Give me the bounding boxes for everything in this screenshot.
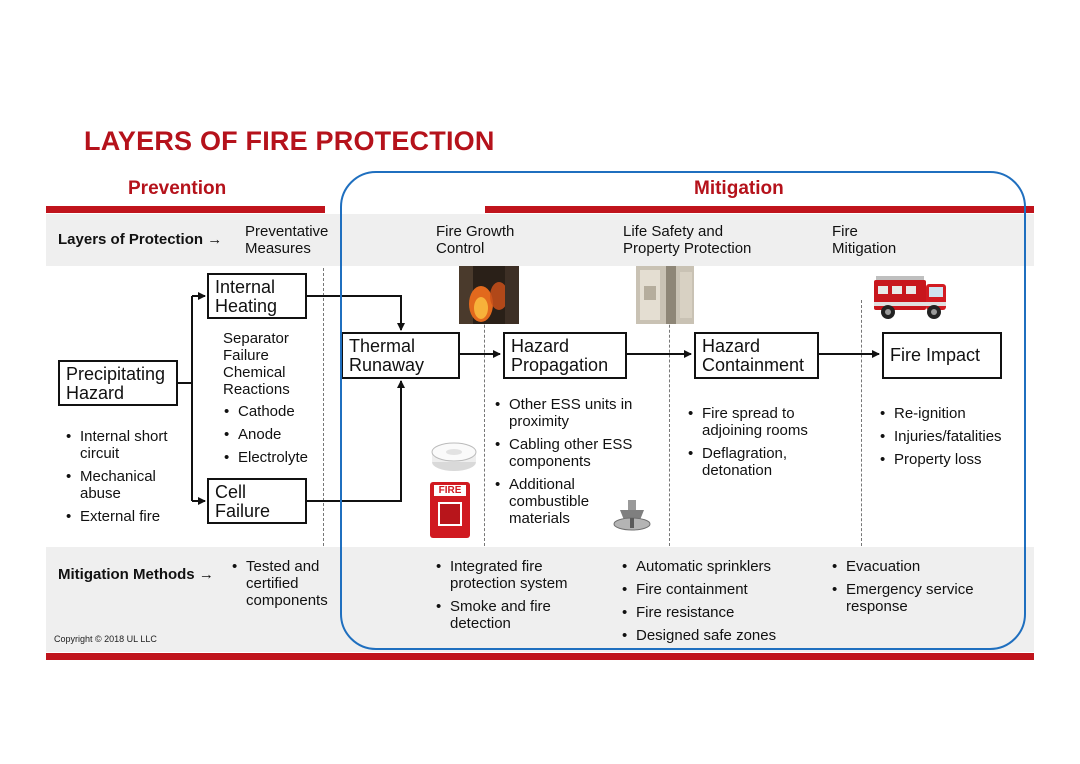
- internal-heating-box: Internal Heating: [207, 273, 307, 319]
- box-line: Hazard: [66, 383, 125, 403]
- chemical-reactions-list: Cathode Anode Electrolyte: [222, 403, 322, 472]
- text-line: Separator: [223, 330, 289, 347]
- list-item: Designed safe zones: [620, 627, 810, 644]
- list-item: Fire resistance: [620, 604, 810, 621]
- copyright-notice: Copyright © 2018 UL LLC: [54, 634, 157, 644]
- containment-list: Fire spread to adjoining rooms Deflagrat…: [686, 405, 836, 485]
- mitigation-heading: Mitigation: [694, 178, 784, 199]
- list-item: Anode: [222, 426, 322, 443]
- fire-photo: [459, 266, 519, 324]
- sprinkler-icon: [613, 500, 651, 531]
- layers-band: [46, 214, 1034, 266]
- list-item: External fire: [64, 508, 194, 525]
- list-item: Fire containment: [620, 581, 810, 598]
- text-line: Failure: [223, 347, 269, 364]
- smoke-detector-icon: [431, 442, 477, 471]
- methods-preventative-list: Tested and certified components: [230, 558, 345, 615]
- col-head-line: Property Protection: [623, 240, 752, 257]
- list-item: Emergency service response: [830, 581, 1000, 615]
- list-item: Re-ignition: [878, 405, 1028, 422]
- list-item: Integrated fire protection system: [434, 558, 594, 592]
- life-safety-photo: [636, 266, 694, 324]
- fire-truck-icon: [874, 276, 946, 319]
- list-item: Mechanical abuse: [64, 468, 194, 502]
- list-item: Automatic sprinklers: [620, 558, 810, 575]
- col-head-line: Fire: [832, 223, 858, 240]
- separator-line: [669, 300, 670, 546]
- list-item: Other ESS units in proximity: [493, 396, 643, 430]
- box-line: Internal: [215, 277, 276, 297]
- alarm-handle: [438, 502, 462, 526]
- hazard-propagation-box: Hazard Propagation: [503, 332, 627, 379]
- box-line: Fire Impact: [890, 345, 981, 365]
- col-preventative-measures: Preventative Measures: [245, 223, 328, 257]
- col-head-line: Life Safety and: [623, 223, 724, 240]
- methods-fire-growth-list: Integrated fire protection system Smoke …: [434, 558, 594, 638]
- col-fire-mitigation: Fire Mitigation: [832, 223, 896, 257]
- arrow-failure-to-runaway: [307, 380, 405, 502]
- fire-impact-box: Fire Impact: [882, 332, 1002, 379]
- separator-line: [861, 300, 862, 546]
- box-line: Containment: [702, 355, 805, 375]
- box-line: Hazard: [702, 336, 761, 356]
- col-head-line: Mitigation: [832, 240, 897, 257]
- box-line: Precipitating: [66, 364, 166, 384]
- text-line: Chemical: [223, 364, 286, 381]
- bottom-bar: [46, 653, 1034, 660]
- hazard-containment-box: Hazard Containment: [694, 332, 819, 379]
- prevention-heading: Prevention: [128, 178, 227, 199]
- list-item: Cathode: [222, 403, 322, 420]
- layers-of-protection-label: Layers of Protection →: [58, 231, 223, 248]
- impact-list: Re-ignition Injuries/fatalities Property…: [878, 405, 1028, 474]
- box-line: Propagation: [511, 355, 609, 375]
- list-item: Property loss: [878, 451, 1028, 468]
- prevention-bar: [46, 206, 325, 213]
- arrow-heating-to-runaway: [307, 295, 405, 331]
- list-item: Additional combustible materials: [493, 476, 643, 527]
- box-line: Hazard: [511, 336, 570, 356]
- page-title: LAYERS OF FIRE PROTECTION: [84, 126, 495, 156]
- list-item: Smoke and fire detection: [434, 598, 594, 632]
- box-line: Cell: [215, 482, 247, 502]
- separator-line: [323, 268, 324, 546]
- separator-failure-text: Separator Failure Chemical Reactions: [223, 330, 290, 398]
- fire-alarm-label: FIRE: [434, 485, 466, 496]
- text-line: Reactions: [223, 381, 290, 398]
- col-head-line: Measures: [245, 240, 311, 257]
- mitigation-bar: [485, 206, 1034, 213]
- thermal-runaway-box: Thermal Runaway: [341, 332, 460, 379]
- precipitating-hazard-box: Precipitating Hazard: [58, 360, 178, 406]
- col-fire-growth-control: Fire Growth Control: [436, 223, 514, 257]
- box-line: Thermal: [349, 336, 416, 356]
- methods-life-safety-list: Automatic sprinklers Fire containment Fi…: [620, 558, 810, 650]
- fire-alarm-icon: FIRE: [430, 482, 470, 538]
- col-head-line: Control: [436, 240, 485, 257]
- list-item: Deflagration, detonation: [686, 445, 836, 479]
- precipitating-causes-list: Internal short circuit Mechanical abuse …: [64, 428, 194, 531]
- list-item: Electrolyte: [222, 449, 322, 466]
- box-line: Heating: [215, 296, 278, 316]
- col-head-line: Fire Growth: [436, 223, 515, 240]
- methods-fire-mitigation-list: Evacuation Emergency service response: [830, 558, 1000, 621]
- list-item: Internal short circuit: [64, 428, 194, 462]
- list-item: Fire spread to adjoining rooms: [686, 405, 836, 439]
- list-item: Tested and certified components: [230, 558, 345, 609]
- box-line: Runaway: [349, 355, 425, 375]
- col-head-line: Preventative: [245, 223, 329, 240]
- separator-line: [484, 300, 485, 546]
- box-line: Failure: [215, 501, 271, 521]
- propagation-list: Other ESS units in proximity Cabling oth…: [493, 396, 643, 533]
- list-item: Injuries/fatalities: [878, 428, 1028, 445]
- cell-failure-box: Cell Failure: [207, 478, 307, 524]
- list-item: Cabling other ESS components: [493, 436, 643, 470]
- list-item: Evacuation: [830, 558, 1000, 575]
- mitigation-methods-label: Mitigation Methods →: [58, 566, 214, 583]
- col-life-safety: Life Safety and Property Protection: [623, 223, 751, 257]
